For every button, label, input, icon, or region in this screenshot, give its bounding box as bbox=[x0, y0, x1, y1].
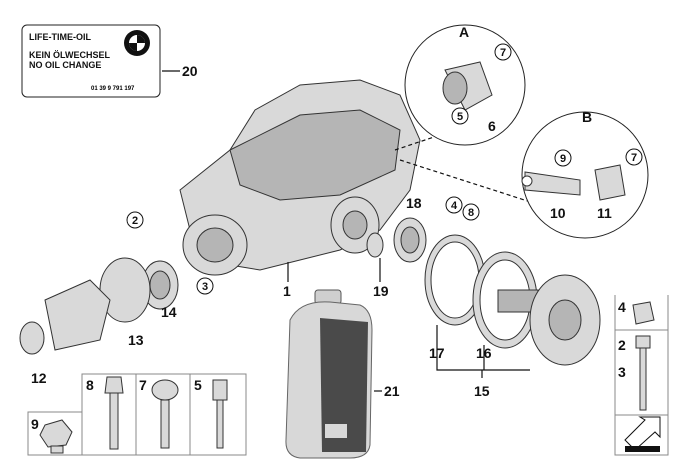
callout-7-b[interactable]: 7 bbox=[631, 152, 637, 164]
output-flange bbox=[44, 279, 111, 351]
label-line-1: LIFE-TIME-OIL bbox=[29, 32, 91, 42]
seal-ring-19 bbox=[366, 232, 384, 258]
callout-19[interactable]: 19 bbox=[373, 283, 389, 299]
right-panel-3[interactable]: 3 bbox=[618, 364, 626, 380]
callout-7-a[interactable]: 7 bbox=[500, 47, 506, 59]
bottom-panel-8[interactable]: 8 bbox=[86, 377, 94, 393]
flange-13 bbox=[99, 257, 151, 323]
callout-11[interactable]: 11 bbox=[597, 205, 612, 221]
callout-6[interactable]: 6 bbox=[488, 118, 496, 134]
callout-13[interactable]: 13 bbox=[128, 332, 144, 348]
callout-20[interactable]: 20 bbox=[182, 63, 198, 79]
callout-21[interactable]: 21 bbox=[384, 383, 400, 399]
callout-17[interactable]: 17 bbox=[429, 345, 445, 361]
differential-housing bbox=[179, 79, 541, 276]
arrow-icon bbox=[624, 416, 661, 452]
bottom-panel-5[interactable]: 5 bbox=[194, 377, 202, 393]
callout-12[interactable]: 12 bbox=[31, 370, 47, 386]
callout-8[interactable]: 8 bbox=[468, 207, 474, 219]
label-line-3: NO OIL CHANGE bbox=[29, 60, 101, 70]
oil-bottle bbox=[285, 289, 373, 459]
bottom-panel-7[interactable]: 7 bbox=[139, 377, 147, 393]
oil-label-card: LIFE-TIME-OIL KEIN ÖLWECHSEL NO OIL CHAN… bbox=[21, 24, 198, 98]
detail-a: A 7 5 6 bbox=[404, 24, 526, 146]
callout-16[interactable]: 16 bbox=[476, 345, 492, 361]
label-line-2: KEIN ÖLWECHSEL bbox=[29, 50, 111, 60]
right-panel-4[interactable]: 4 bbox=[618, 299, 626, 315]
right-bolt-panel: 4 2 3 bbox=[614, 295, 669, 456]
ring-12 bbox=[19, 321, 45, 355]
right-panel-2[interactable]: 2 bbox=[618, 337, 626, 353]
bottom-panel-9[interactable]: 9 bbox=[31, 416, 39, 432]
callout-15[interactable]: 15 bbox=[474, 383, 490, 399]
bmw-logo bbox=[124, 30, 150, 56]
callout-2[interactable]: 2 bbox=[132, 215, 138, 227]
callout-4[interactable]: 4 bbox=[451, 200, 458, 212]
callout-9[interactable]: 9 bbox=[560, 153, 566, 165]
callout-3[interactable]: 3 bbox=[202, 281, 208, 293]
bottom-bolt-panel: 8 7 5 9 bbox=[27, 373, 247, 456]
callout-10[interactable]: 10 bbox=[550, 205, 566, 221]
detail-b-label: B bbox=[582, 109, 592, 125]
callout-14[interactable]: 14 bbox=[161, 304, 177, 320]
callout-1[interactable]: 1 bbox=[283, 283, 291, 299]
label-part-code: 01 39 9 791 197 bbox=[91, 86, 135, 92]
callout-18[interactable]: 18 bbox=[406, 195, 422, 211]
detail-a-label: A bbox=[459, 24, 469, 40]
detail-b: B 9 7 10 11 bbox=[521, 109, 649, 239]
callout-5[interactable]: 5 bbox=[457, 111, 463, 123]
